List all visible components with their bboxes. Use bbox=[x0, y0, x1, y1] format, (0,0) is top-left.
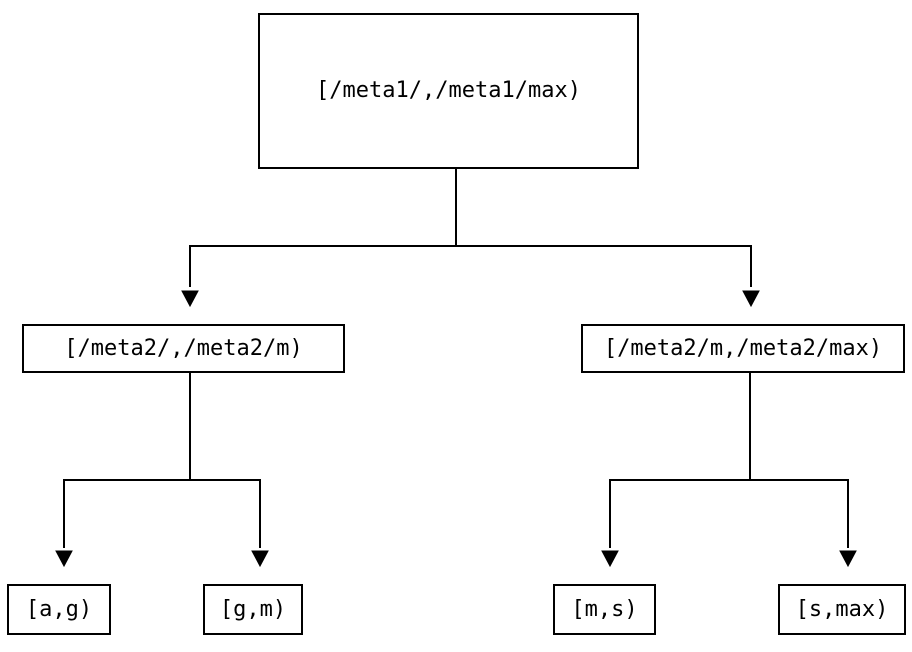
edge-meta2-low-to-leaf-gm bbox=[189, 373, 269, 568]
tree-node-meta2-low: [/meta2/,/meta2/m) bbox=[22, 324, 345, 373]
edge-meta2-low-to-leaf-ag bbox=[55, 373, 191, 568]
tree-node-leaf-smax-label: [s,max) bbox=[795, 596, 889, 622]
tree-node-leaf-ms: [m,s) bbox=[553, 584, 656, 635]
tree-node-leaf-ag-label: [a,g) bbox=[25, 596, 93, 622]
arrowhead-leaf-smax bbox=[839, 550, 857, 568]
tree-node-leaf-smax: [s,max) bbox=[778, 584, 906, 635]
edge-meta2-high-to-leaf-smax bbox=[749, 373, 857, 568]
tree-node-root: [/meta1/,/meta1/max) bbox=[258, 13, 639, 169]
arrowhead-leaf-ms bbox=[601, 550, 619, 568]
tree-node-meta2-low-label: [/meta2/,/meta2/m) bbox=[64, 335, 303, 361]
tree-node-root-label: [/meta1/,/meta1/max) bbox=[316, 78, 581, 103]
tree-node-leaf-gm-label: [g,m) bbox=[219, 596, 287, 622]
tree-node-meta2-high: [/meta2/m,/meta2/max) bbox=[581, 324, 905, 373]
arrowhead-leaf-ag bbox=[55, 550, 73, 568]
tree-node-meta2-high-label: [/meta2/m,/meta2/max) bbox=[603, 335, 883, 361]
arrowhead-leaf-gm bbox=[251, 550, 269, 568]
tree-node-leaf-ms-label: [m,s) bbox=[571, 596, 638, 622]
arrowhead-meta2-high bbox=[742, 290, 760, 308]
edge-meta2-high-to-leaf-ms bbox=[601, 373, 751, 568]
tree-node-leaf-ag: [a,g) bbox=[7, 584, 111, 635]
arrowhead-meta2-low bbox=[181, 290, 199, 308]
edge-root-to-meta2-low bbox=[181, 169, 457, 308]
edge-root-to-meta2-high bbox=[455, 169, 760, 308]
tree-node-leaf-gm: [g,m) bbox=[203, 584, 303, 635]
